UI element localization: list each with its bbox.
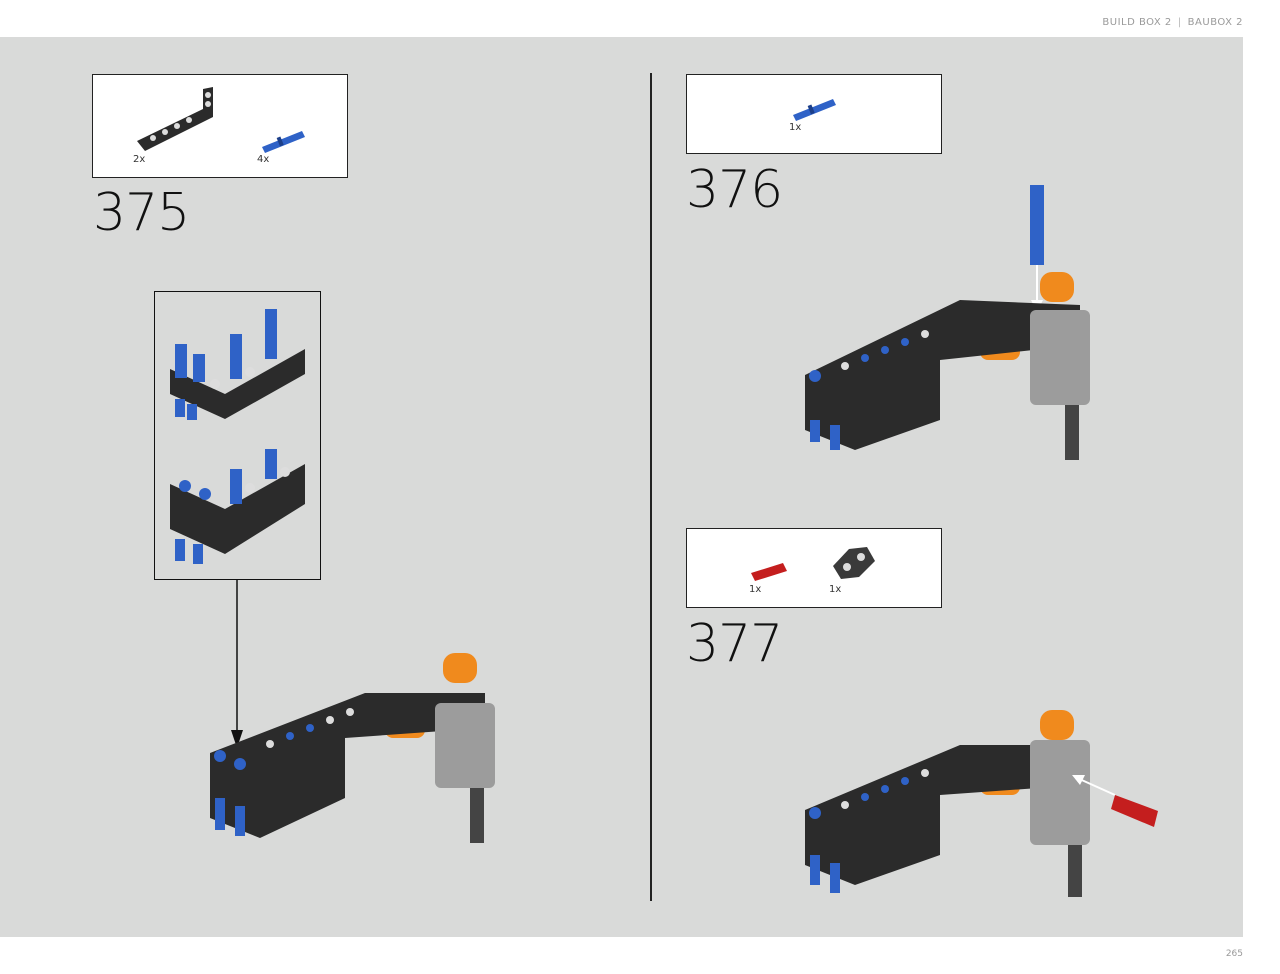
header-build-box: BUILD BOX 2: [1102, 17, 1172, 28]
gray-connector-icon: [833, 547, 875, 579]
parts-list-375: 2x 4x: [92, 74, 348, 178]
assembly-arrow: [231, 580, 243, 748]
parts-list-376: 1x: [686, 74, 942, 154]
header-separator: |: [1177, 17, 1182, 28]
step-number-375: 375: [93, 183, 190, 243]
header-baubox: BAUBOX 2: [1187, 17, 1243, 28]
qty-375-pin: 4x: [257, 154, 270, 165]
step-number-376: 376: [686, 160, 783, 220]
qty-376-pin: 1x: [789, 122, 802, 133]
model-step-375-icon: [210, 653, 495, 843]
subassembly-top-icon: [170, 309, 305, 420]
blue-pin-icon: [793, 99, 836, 121]
step-number-377: 377: [686, 614, 783, 674]
qty-377-connector: 1x: [829, 584, 842, 595]
red-axle-icon: [751, 563, 787, 581]
blue-pin-icon: [262, 131, 305, 153]
page-number: 265: [1225, 949, 1243, 959]
model-step-376-icon: [805, 185, 1090, 460]
black-l-beam-icon: [137, 87, 213, 151]
qty-375-beam: 2x: [133, 154, 146, 165]
model-step-377-icon: [805, 710, 1158, 897]
page-header: BUILD BOX 2 | BAUBOX 2: [1102, 17, 1243, 28]
parts-list-377: 1x 1x: [686, 528, 942, 608]
page-divider: [650, 73, 652, 901]
qty-377-axle: 1x: [749, 584, 762, 595]
subassembly-callout: [154, 291, 321, 580]
subassembly-bottom-icon: [170, 449, 305, 564]
